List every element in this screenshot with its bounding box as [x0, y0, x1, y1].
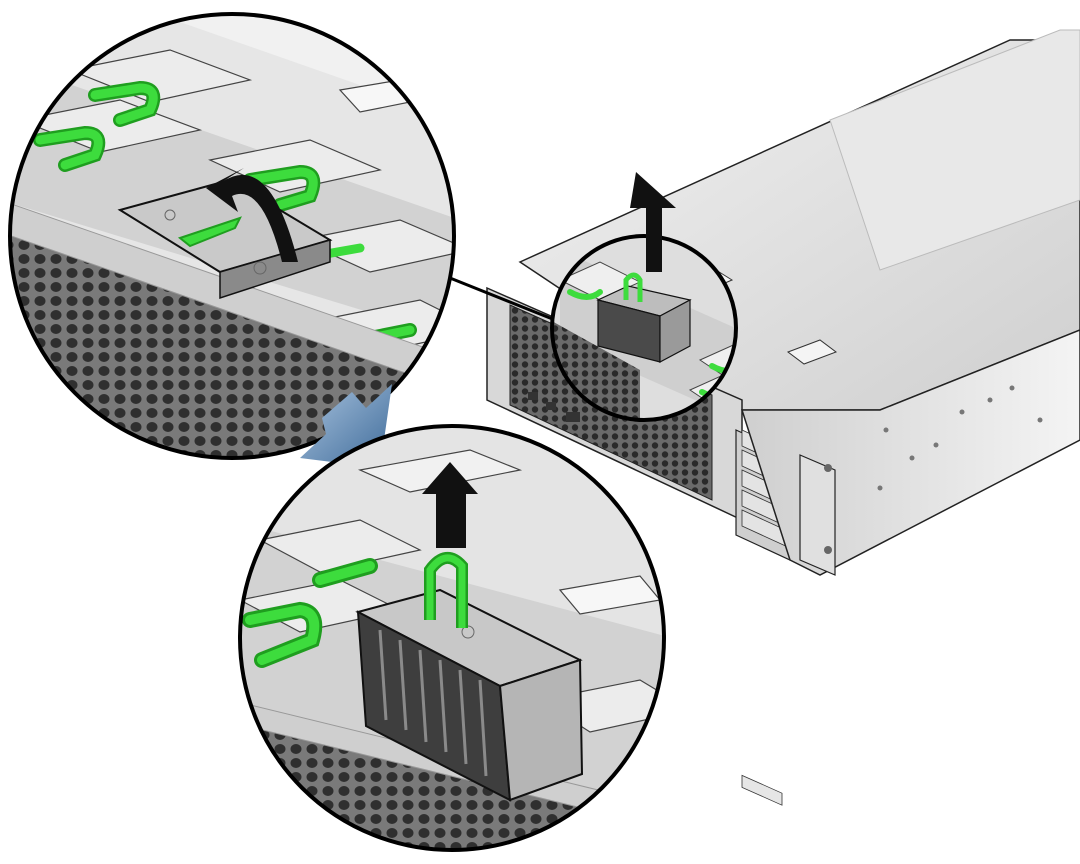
- up-arrow-icon: [422, 462, 478, 548]
- curved-arrow-icon: [206, 168, 298, 262]
- side-screws: [877, 385, 1043, 491]
- magnified-view-step-2: [238, 424, 666, 852]
- top-panel: [829, 29, 1080, 271]
- up-arrow-icon: [630, 172, 676, 272]
- top-latch-2: [786, 339, 838, 365]
- rack-ear: [799, 454, 836, 576]
- callout-connector-line: [449, 276, 561, 324]
- magnified-view-step-1: [8, 12, 456, 460]
